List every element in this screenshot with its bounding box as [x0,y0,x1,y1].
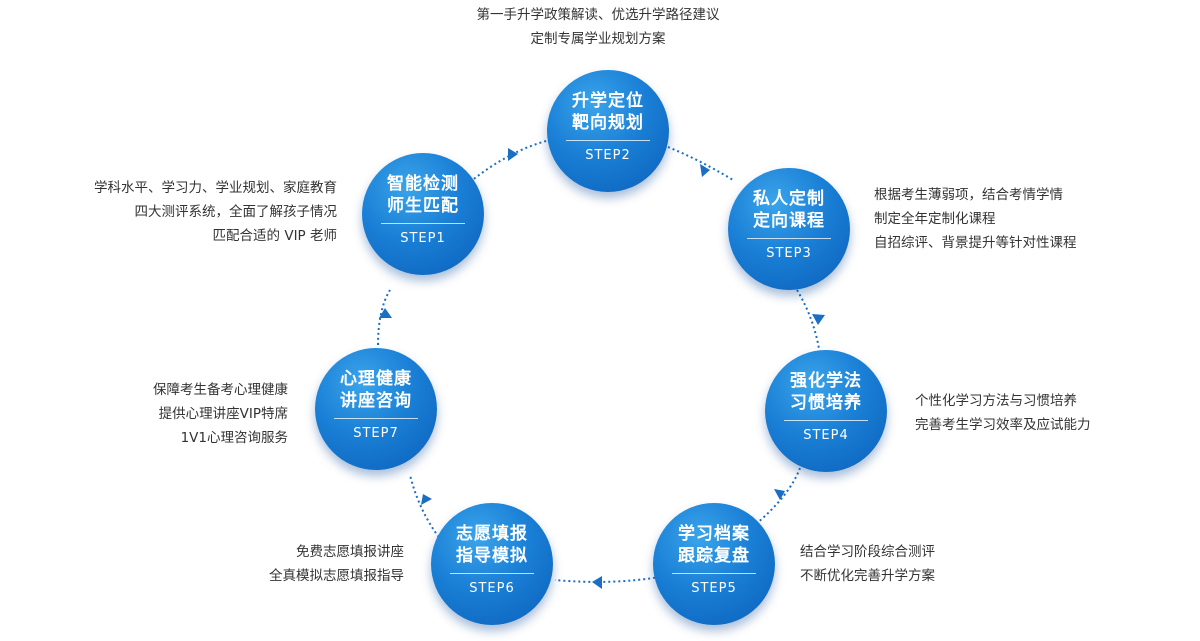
step1-desc-line1: 学科水平、学习力、学业规划、家庭教育 [94,180,337,196]
step4-title-line1: 强化学法 [790,371,862,391]
step4-divider [784,420,868,421]
step6-circle[interactable]: 志愿填报 指导模拟 STEP6 [431,503,553,625]
arrow-to-step7 [421,494,432,505]
step3-title-line1: 私人定制 [753,189,825,209]
step6-desc-line1: 免费志愿填报讲座 [296,544,404,560]
step1-code: STEP1 [400,231,446,246]
step3-title-line2: 定向课程 [753,211,825,231]
step7-title-line2: 讲座咨询 [340,391,412,411]
step5-title-line1: 学习档案 [678,524,750,544]
arc-step2-to-step3 [667,146,734,181]
step3-description: 根据考生薄弱项，结合考情学情 制定全年定制化课程 自招综评、背景提升等针对性课程 [874,183,1077,255]
step6-title-line1: 志愿填报 [456,524,528,544]
connector-arcs [377,139,821,583]
step2-desc-line2: 定制专属学业规划方案 [530,31,666,47]
step2-description: 第一手升学政策解读、优选升学路径建议 定制专属学业规划方案 [448,3,748,51]
step1-divider [381,223,465,224]
arrow-to-step4 [812,314,825,325]
arrow-to-step2 [508,148,518,161]
step2-divider [566,140,650,141]
arrow-to-step6 [592,576,602,589]
step5-desc-line1: 结合学习阶段综合测评 [800,544,935,560]
step2-code: STEP2 [585,148,631,163]
arc-step5-to-step6 [554,576,661,583]
step1-title-line1: 智能检测 [387,174,459,194]
step2-title-line1: 升学定位 [572,91,644,111]
step4-desc-line2: 完善考生学习效率及应试能力 [915,417,1091,433]
step5-code: STEP5 [691,581,737,596]
step4-circle[interactable]: 强化学法 习惯培养 STEP4 [765,350,887,472]
arc-step6-to-step7 [409,474,446,546]
step5-description: 结合学习阶段综合测评 不断优化完善升学方案 [800,540,935,588]
arc-step1-to-step2 [469,139,551,183]
step3-code: STEP3 [766,246,812,261]
step5-desc-line2: 不断优化完善升学方案 [800,568,935,584]
step6-description: 免费志愿填报讲座 全真模拟志愿填报指导 [269,540,404,588]
connector-arrows [379,148,825,589]
step4-title-line2: 习惯培养 [790,393,862,413]
step1-title-line2: 师生匹配 [387,196,459,216]
step7-title-line1: 心理健康 [340,369,412,389]
step1-desc-line2: 四大测评系统，全面了解孩子情况 [134,204,338,220]
step7-description: 保障考生备考心理健康 提供心理讲座VIP特席 1V1心理咨询服务 [153,378,288,450]
step7-desc-line2: 提供心理讲座VIP特席 [158,406,288,422]
step1-desc-line3: 匹配合适的 VIP 老师 [212,228,337,244]
step5-circle[interactable]: 学习档案 跟踪复盘 STEP5 [653,503,775,625]
step6-code: STEP6 [469,581,515,596]
step6-desc-line2: 全真模拟志愿填报指导 [269,568,404,584]
step7-desc-line1: 保障考生备考心理健康 [153,382,288,398]
step2-circle[interactable]: 升学定位 靶向规划 STEP2 [547,70,669,192]
step1-description: 学科水平、学习力、学业规划、家庭教育 四大测评系统，全面了解孩子情况 匹配合适的… [94,176,337,248]
step4-description: 个性化学习方法与习惯培养 完善考生学习效率及应试能力 [915,389,1091,437]
step6-title-line2: 指导模拟 [456,546,528,566]
step3-circle[interactable]: 私人定制 定向课程 STEP3 [728,168,850,290]
step2-title-line2: 靶向规划 [572,113,644,133]
step4-desc-line1: 个性化学习方法与习惯培养 [915,393,1077,409]
step7-code: STEP7 [353,426,399,441]
step5-title-line2: 跟踪复盘 [678,546,750,566]
arc-step7-to-step1 [377,289,391,346]
arrow-to-step1 [379,308,392,318]
step7-divider [334,418,418,419]
step5-divider [672,573,756,574]
step3-divider [747,238,831,239]
step3-desc-line3: 自招综评、背景提升等针对性课程 [874,235,1077,251]
arc-step3-to-step4 [796,289,821,356]
step3-desc-line1: 根据考生薄弱项，结合考情学情 [874,187,1063,203]
arc-step4-to-step5 [754,467,801,526]
step1-circle[interactable]: 智能检测 师生匹配 STEP1 [362,153,484,275]
step7-circle[interactable]: 心理健康 讲座咨询 STEP7 [315,348,437,470]
step4-code: STEP4 [803,428,849,443]
step6-divider [450,573,534,574]
step7-desc-line3: 1V1心理咨询服务 [180,430,288,446]
step2-desc-line1: 第一手升学政策解读、优选升学路径建议 [476,7,720,23]
step3-desc-line2: 制定全年定制化课程 [874,211,996,227]
arrow-to-step5 [774,489,785,500]
arrow-to-step3 [700,164,710,177]
